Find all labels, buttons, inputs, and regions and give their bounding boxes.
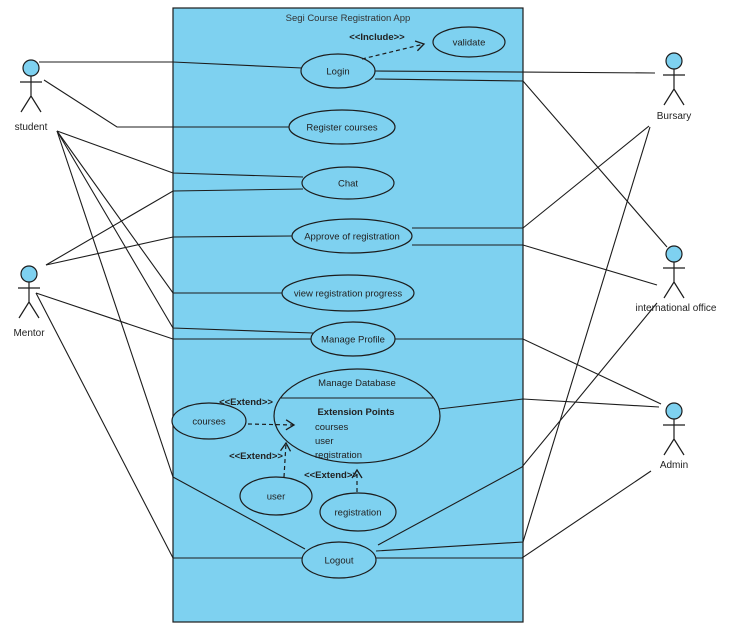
extend-arrow-courses [247, 419, 296, 431]
association-student-logout [56, 130, 306, 550]
usecase-courses-label: courses [192, 417, 226, 428]
usecase-courses [171, 402, 247, 440]
include-label: <<Include>> [349, 32, 405, 43]
extension-point-courses: courses [315, 422, 349, 433]
actor-bursary-label: Bursary [657, 111, 691, 122]
association-international-office-logout [377, 302, 658, 546]
usecase-login [300, 53, 376, 89]
extension-point-registration: registration [315, 450, 362, 461]
association-student-view-registration-progress [56, 130, 282, 294]
association-mentor-chat [45, 188, 304, 266]
actor-international-office: international office [636, 245, 717, 314]
extension-points-header: Extension Points [317, 407, 394, 418]
actor-student-head [22, 59, 40, 77]
actor-student-body [20, 76, 42, 113]
usecase-user-label: user [267, 492, 285, 503]
usecase-register-courses [288, 109, 396, 145]
association-student-manage-profile [56, 130, 314, 334]
usecase-approve-of-registration-label: Approve of registration [304, 232, 400, 243]
usecase-logout [301, 541, 377, 579]
actor-mentor-label: Mentor [13, 328, 45, 339]
actor-admin: Admin [660, 402, 688, 471]
usecase-chat [301, 166, 395, 200]
actors: student Mentor Bursary international off… [13, 52, 717, 471]
actor-mentor-body [18, 282, 40, 319]
extension-point-user: user [315, 436, 333, 447]
association-bursary-logout [375, 126, 651, 552]
usecase-user [239, 476, 313, 516]
usecase-logout-label: Logout [324, 556, 353, 567]
association-bursary-login [374, 70, 656, 74]
actor-admin-label: Admin [660, 460, 688, 471]
usecase-manage-profile [310, 321, 396, 357]
extend-arrow-user [280, 441, 292, 478]
usecase-registration-label: registration [335, 508, 382, 519]
actor-bursary-body [663, 69, 685, 106]
extend-label-registration: <<Extend>> [304, 470, 358, 481]
actor-mentor-head [20, 265, 38, 283]
actor-student-label: student [15, 122, 48, 133]
actor-international-office-label: international office [636, 303, 717, 314]
manage-database-title: Manage Database [318, 378, 396, 389]
dependencies: <<Include>> <<Extend>> <<Extend>> <<Exte… [219, 32, 426, 492]
association-admin-manage-database [438, 398, 660, 410]
association-international-office-approve [412, 244, 658, 286]
manage-database-ellipse [273, 368, 441, 464]
association-mentor-approve [45, 235, 293, 266]
usecase-login-label: Login [326, 67, 349, 78]
association-student-login [39, 61, 303, 69]
actor-mentor: Mentor [13, 265, 45, 339]
usecase-view-registration-progress-label: view registration progress [294, 289, 402, 300]
actor-bursary-head [665, 52, 683, 70]
include-arrow-login-validate [361, 40, 426, 60]
association-mentor-manage-profile [35, 292, 311, 340]
usecase-manage-profile-label: Manage Profile [321, 335, 385, 346]
association-admin-manage-profile [395, 338, 662, 405]
usecase-manage-database: Manage Database Extension Points courses… [273, 368, 441, 464]
usecase-approve-of-registration [291, 218, 413, 254]
usecase-validate-label: validate [453, 38, 486, 49]
usecase-registration [319, 492, 397, 532]
use-cases: Login validate Register courses Chat App… [171, 26, 506, 579]
actor-admin-body [663, 419, 685, 456]
usecase-chat-label: Chat [338, 179, 358, 190]
actor-international-office-body [663, 262, 685, 299]
extend-label-courses: <<Extend>> [219, 397, 273, 408]
actor-bursary: Bursary [657, 52, 691, 122]
association-international-office-login [374, 78, 668, 248]
association-student-chat [56, 130, 304, 178]
association-admin-logout [376, 470, 652, 559]
association-mentor-logout [35, 292, 302, 559]
actor-international-office-head [665, 245, 683, 263]
usecase-register-courses-label: Register courses [306, 123, 378, 134]
association-student-register-courses [43, 79, 289, 128]
associations [35, 61, 668, 559]
extend-label-user: <<Extend>> [229, 451, 283, 462]
actor-admin-head [665, 402, 683, 420]
usecase-validate [432, 26, 506, 58]
usecase-view-registration-progress [281, 274, 415, 312]
actor-student: student [15, 59, 48, 133]
association-bursary-approve [412, 125, 650, 229]
system-title: Segi Course Registration App [286, 13, 411, 24]
